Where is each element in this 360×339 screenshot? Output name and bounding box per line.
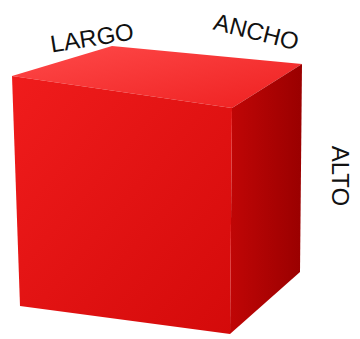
dimension-label: ANCHO [211, 10, 301, 54]
cube-front-face [12, 76, 232, 334]
dimension-label: ALTO [328, 146, 352, 206]
cube-side-face [230, 64, 302, 334]
